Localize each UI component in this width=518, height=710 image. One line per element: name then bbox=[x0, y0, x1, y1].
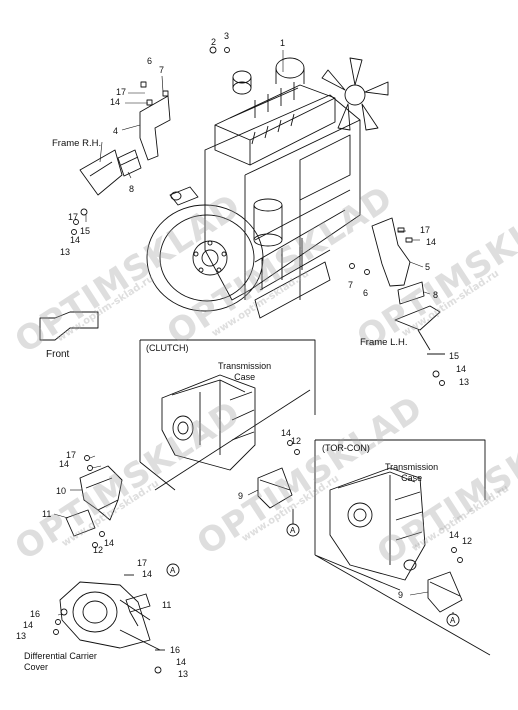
torcon-box-frame bbox=[314, 439, 491, 656]
torcon-label: (TOR-CON) bbox=[322, 443, 370, 453]
differential-carrier-cover-label: Differential Carrier Cover bbox=[24, 651, 97, 672]
part-number: 9 bbox=[238, 491, 244, 501]
torcon-transmission-case-label: Transmission Case bbox=[385, 462, 439, 483]
leader-lines bbox=[53, 50, 431, 616]
part-number: 10 bbox=[56, 486, 67, 496]
part-number: 13 bbox=[178, 669, 189, 679]
part-number: 14 bbox=[23, 620, 34, 630]
differential-carrier-cover bbox=[53, 581, 161, 651]
clutch-transmission-case bbox=[161, 374, 256, 471]
part-number: 2 bbox=[211, 37, 217, 47]
part-number: 15 bbox=[80, 226, 91, 236]
part-number: 16 bbox=[170, 645, 181, 655]
part-number: 14 bbox=[110, 97, 121, 107]
part-number: 8 bbox=[433, 290, 439, 300]
part-number: 12 bbox=[93, 545, 104, 555]
frame-lh-assembly bbox=[349, 217, 445, 386]
part-number: 14 bbox=[176, 657, 187, 667]
part-number: 7 bbox=[348, 280, 354, 290]
part-number: 14 bbox=[104, 538, 115, 548]
part-number: 16 bbox=[30, 609, 41, 619]
part-number: 17 bbox=[116, 87, 127, 97]
part-number: 14 bbox=[142, 569, 153, 579]
part-number: 9 bbox=[398, 590, 404, 600]
part-number: 13 bbox=[459, 377, 470, 387]
callout-a-clutch: A bbox=[290, 526, 296, 535]
part-number: 14 bbox=[281, 428, 292, 438]
part-number: 4 bbox=[113, 126, 119, 136]
part-number: 14 bbox=[456, 364, 467, 374]
callout-a-diff: A bbox=[170, 566, 176, 575]
part-number: 5 bbox=[425, 262, 431, 272]
part-number: 14 bbox=[449, 530, 460, 540]
clutch-label: (CLUTCH) bbox=[146, 343, 189, 353]
front-arrow bbox=[39, 311, 99, 341]
part-number: 14 bbox=[426, 237, 437, 247]
frame-rh-assembly bbox=[71, 46, 230, 235]
part-number: 6 bbox=[363, 288, 369, 298]
torcon-transmission-case bbox=[329, 467, 426, 581]
engine-assembly bbox=[146, 57, 389, 319]
clutch-transmission-case-label: Transmission Case bbox=[218, 361, 272, 382]
part-number: 13 bbox=[16, 631, 27, 641]
part-number: 17 bbox=[66, 450, 77, 460]
part-number: 8 bbox=[129, 184, 135, 194]
part-number: 12 bbox=[291, 436, 302, 446]
diff-bracket-11 bbox=[124, 563, 180, 674]
part-number: 17 bbox=[68, 212, 79, 222]
part-number: 6 bbox=[147, 56, 153, 66]
part-number: 1 bbox=[280, 38, 286, 48]
part-number: 11 bbox=[42, 509, 52, 519]
part-number: 11 bbox=[162, 600, 172, 610]
part-number: 17 bbox=[420, 225, 431, 235]
part-number: 14 bbox=[59, 459, 70, 469]
part-number: 15 bbox=[449, 351, 460, 361]
part-number: 17 bbox=[137, 558, 148, 568]
part-number: 14 bbox=[70, 235, 81, 245]
part-number: 7 bbox=[159, 65, 165, 75]
frame-rh-label: Frame R.H. bbox=[52, 138, 102, 149]
part-number: 13 bbox=[60, 247, 71, 257]
frame-lh-label: Frame L.H. bbox=[360, 337, 408, 348]
part-number: 12 bbox=[462, 536, 473, 546]
callout-a-torcon: A bbox=[450, 616, 456, 625]
torcon-bracket-9 bbox=[427, 547, 463, 627]
left-mount-assembly bbox=[65, 455, 123, 548]
part-number: 3 bbox=[224, 31, 230, 41]
clutch-bracket-9 bbox=[257, 440, 300, 537]
front-label: Front bbox=[46, 349, 70, 360]
